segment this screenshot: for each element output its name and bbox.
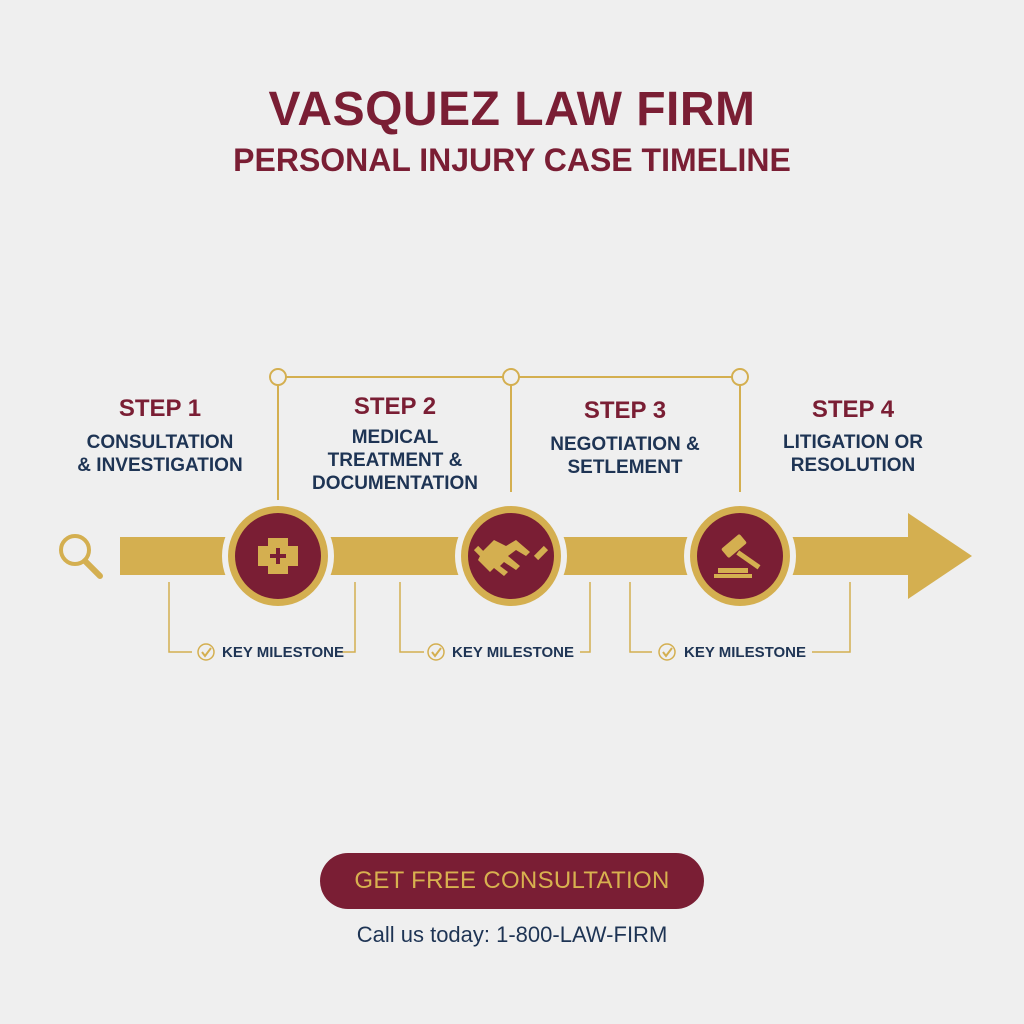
step-2-description: MEDICAL TREATMENT & DOCUMENTATION	[311, 427, 479, 494]
step-4-description: LITIGATION OR RESOLUTION	[782, 432, 924, 476]
step-2-label: STEP 2	[353, 393, 437, 420]
handshake-medallion	[455, 500, 567, 612]
handshake-icon	[473, 540, 549, 576]
gavel-medallion	[684, 500, 796, 612]
key-milestone-1: KEY MILESTONE	[222, 644, 344, 661]
step-4-label: STEP 4	[811, 396, 895, 423]
timeline-subtitle: PERSONAL INJURY CASE TIMELINE	[233, 142, 791, 178]
step-1-label: STEP 1	[118, 395, 202, 422]
medical-medallion	[222, 500, 334, 612]
medical-cross-icon	[258, 538, 298, 574]
firm-title: VASQUEZ LAW FIRM	[268, 83, 756, 136]
milestone-brackets	[168, 582, 851, 661]
magnifier-icon	[59, 534, 103, 579]
step-3-label: STEP 3	[583, 397, 667, 424]
step-3-description: NEGOTIATION & SETLEMENT	[550, 434, 700, 478]
step-1-description: CONSULTATION & INVESTIGATION	[77, 432, 243, 476]
gavel-icon	[714, 534, 761, 578]
top-connector	[269, 368, 749, 502]
call-us-text: Call us today: 1-800-LAW-FIRM	[356, 922, 668, 947]
key-milestone-3: KEY MILESTONE	[684, 644, 806, 661]
key-milestone-2: KEY MILESTONE	[452, 644, 574, 661]
free-consultation-button[interactable]: GET FREE CONSULTATION	[320, 853, 704, 909]
